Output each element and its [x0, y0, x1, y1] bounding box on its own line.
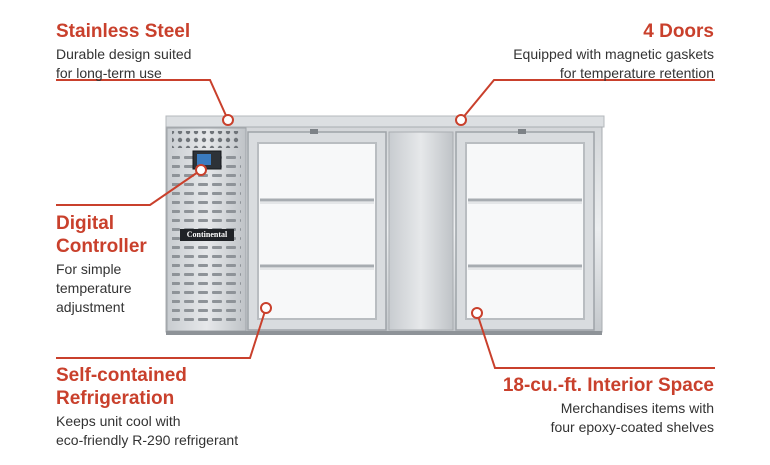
feature-digital-controller: Digital Controller For simple temperatur…	[56, 212, 147, 317]
callout-line-doors	[460, 79, 715, 121]
feature-description: Equipped with magnetic gaskets for tempe…	[513, 46, 714, 81]
callout-dot-interior	[471, 307, 483, 319]
hinge-left	[310, 129, 318, 134]
callout-dot-stainless	[222, 114, 234, 126]
vent-grille	[172, 131, 241, 148]
callout-dot-controller	[195, 164, 207, 176]
left-door-glass	[257, 142, 377, 320]
feature-title: Digital Controller	[56, 213, 147, 257]
center-panel	[388, 131, 454, 331]
feature-title: 18-cu.-ft. Interior Space	[502, 375, 714, 396]
callout-line-interior	[476, 312, 715, 369]
feature-description: Durable design suited for long-term use	[56, 46, 192, 81]
right-door-glass	[465, 142, 585, 320]
cabinet-base	[166, 331, 602, 335]
controller-screen	[197, 154, 211, 165]
callout-dot-doors	[455, 114, 467, 126]
callout-line-controller	[56, 169, 202, 206]
feature-title: Stainless Steel	[56, 21, 191, 42]
feature-description: Merchandises items with four epoxy-coate…	[550, 400, 714, 435]
feature-interior-space: 18-cu.-ft. Interior Space Merchandises i…	[503, 374, 714, 437]
brand-plate	[180, 229, 234, 241]
feature-description: For simple temperature adjustment	[56, 261, 132, 315]
callout-dot-refrigeration	[260, 302, 272, 314]
callout-line-stainless	[56, 79, 229, 121]
feature-stainless-steel: Stainless Steel Durable design suited fo…	[56, 20, 191, 83]
feature-refrigeration: Self-contained Refrigeration Keeps unit …	[56, 364, 238, 450]
feature-title: Self-contained Refrigeration	[56, 365, 187, 409]
feature-title: 4 Doors	[643, 21, 714, 42]
brand-label: Continental	[186, 230, 228, 239]
feature-description: Keeps unit cool with eco-friendly R-290 …	[56, 413, 239, 448]
hinge-right	[518, 129, 526, 134]
feature-doors: 4 Doors Equipped with magnetic gaskets f…	[513, 20, 714, 83]
callout-line-refrigeration	[56, 307, 267, 359]
